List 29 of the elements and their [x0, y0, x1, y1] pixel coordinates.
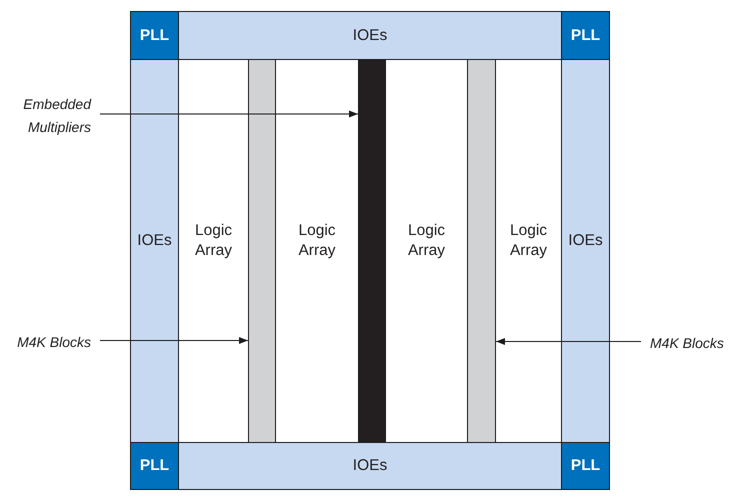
- block-label: Logic Array: [406, 220, 446, 260]
- callout-label: M4K Blocks: [12, 331, 91, 354]
- block-label: PLL: [570, 456, 600, 476]
- pll-block: [561, 442, 610, 490]
- block-label: Logic Array: [297, 220, 337, 260]
- memory-block-column: [467, 59, 496, 443]
- block-label: IOEs: [352, 26, 388, 46]
- ioe-column: [130, 59, 179, 443]
- block-label: Logic Array: [194, 220, 234, 260]
- ioe-band: [178, 11, 562, 60]
- block-label: PLL: [570, 26, 600, 46]
- block-label: Logic Array: [508, 220, 548, 260]
- block-label: IOEs: [352, 456, 388, 476]
- block-label: PLL: [140, 26, 170, 46]
- callout-label: Embedded Multipliers: [21, 93, 91, 139]
- block-label: PLL: [140, 456, 170, 476]
- leader-arrow: [100, 337, 248, 344]
- leader-arrow: [100, 110, 358, 118]
- pll-block: [130, 442, 179, 490]
- block-label: IOEs: [137, 230, 172, 250]
- pll-block: [130, 11, 179, 60]
- callout-label: M4K Blocks: [650, 332, 730, 355]
- leader-arrow: [496, 338, 642, 345]
- ioe-band: [178, 442, 562, 490]
- multiplier-column: [358, 59, 386, 443]
- pll-block: [561, 11, 610, 60]
- ioe-column: [561, 59, 610, 443]
- memory-block-column: [248, 59, 276, 443]
- block-label: IOEs: [568, 230, 603, 250]
